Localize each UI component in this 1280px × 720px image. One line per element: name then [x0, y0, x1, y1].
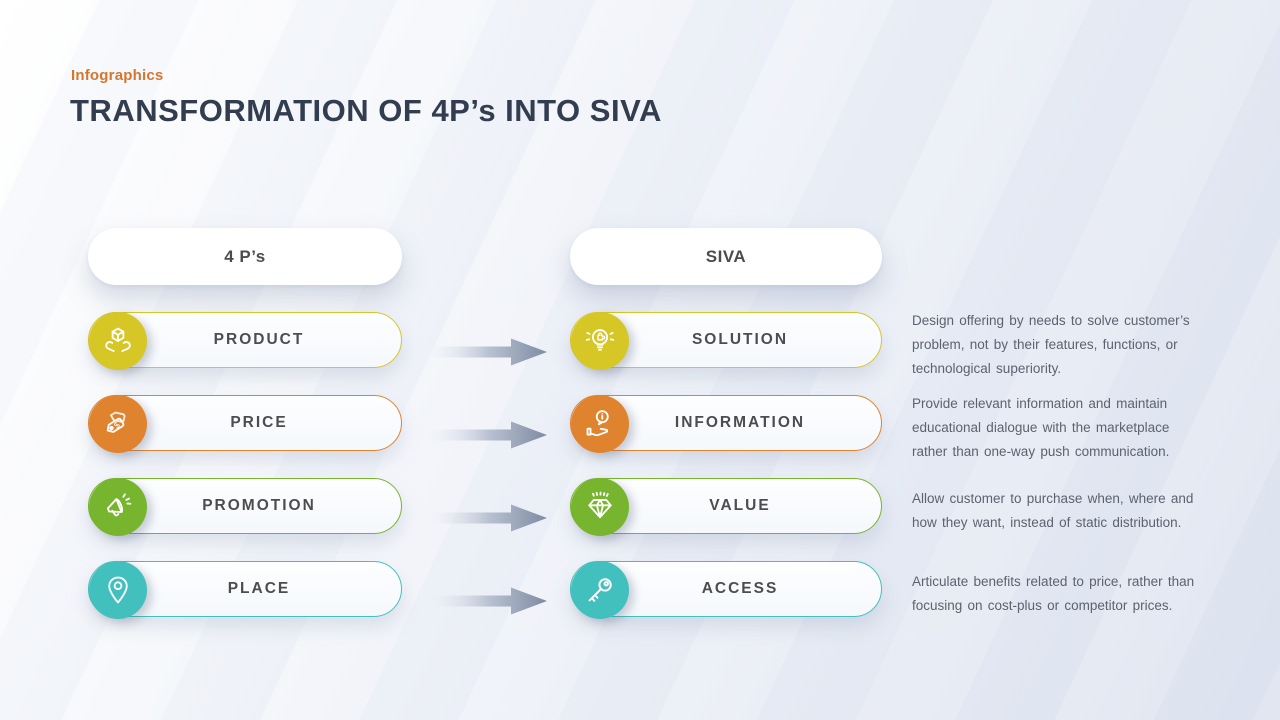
pill-access-label: ACCESS: [701, 580, 779, 597]
pill-promotion: PROMOTION: [88, 478, 402, 536]
price-tags-icon: $: [89, 395, 147, 453]
arrow-right-icon: [430, 338, 547, 366]
pill-price: $ PRICE: [88, 395, 402, 453]
diamond-icon: [571, 478, 629, 536]
pill-solution-label: SOLUTION: [691, 331, 789, 348]
arrow-right-icon: [430, 587, 547, 615]
pill-access: ACCESS: [570, 561, 882, 619]
row-promotion-value: PROMOTION VALUE Allow customer to purcha…: [0, 478, 1280, 536]
hands-holding-cube-icon: [89, 312, 147, 370]
arrow-right-icon: [430, 504, 547, 532]
pill-value: VALUE: [570, 478, 882, 536]
pill-place: PLACE: [88, 561, 402, 619]
row-price-information: $ PRICE INFORMATION Provide: [0, 395, 1280, 459]
pill-promotion-label: PROMOTION: [202, 497, 316, 514]
description-value: Allow customer to purchase when, where a…: [912, 491, 1194, 530]
description-access: Articulate benefits related to price, ra…: [912, 574, 1195, 613]
eyebrow-label: Infographics: [71, 67, 164, 84]
pill-place-label: PLACE: [227, 580, 291, 597]
description-information: Provide relevant information and maintai…: [912, 396, 1170, 459]
pill-price-label: PRICE: [230, 414, 288, 431]
row-place-access: PLACE ACCESS Articulate benefits related…: [0, 561, 1280, 619]
row-product-solution: PRODUCT SOLUTION Design offering by need…: [0, 312, 1280, 376]
hand-info-bubble-icon: [571, 395, 629, 453]
key-icon: [571, 561, 629, 619]
pill-product: PRODUCT: [88, 312, 402, 370]
pill-information-label: INFORMATION: [674, 414, 806, 431]
page-title: TRANSFORMATION OF 4P’s INTO SIVA: [70, 93, 662, 128]
svg-text:$: $: [112, 419, 123, 432]
column-header-4ps: 4 P’s: [88, 228, 402, 285]
megaphone-icon: [89, 478, 147, 536]
pill-product-label: PRODUCT: [213, 331, 305, 348]
arrow-right-icon: [430, 421, 547, 449]
pill-information: INFORMATION: [570, 395, 882, 453]
pill-value-label: VALUE: [709, 497, 771, 514]
pill-solution: SOLUTION: [570, 312, 882, 370]
description-solution: Design offering by needs to solve custom…: [912, 313, 1190, 376]
column-header-4ps-label: 4 P’s: [224, 246, 266, 266]
lightbulb-puzzle-icon: [571, 312, 629, 370]
map-pin-icon: [89, 561, 147, 619]
column-header-siva-label: SIVA: [705, 246, 747, 266]
column-header-siva: SIVA: [570, 228, 882, 285]
